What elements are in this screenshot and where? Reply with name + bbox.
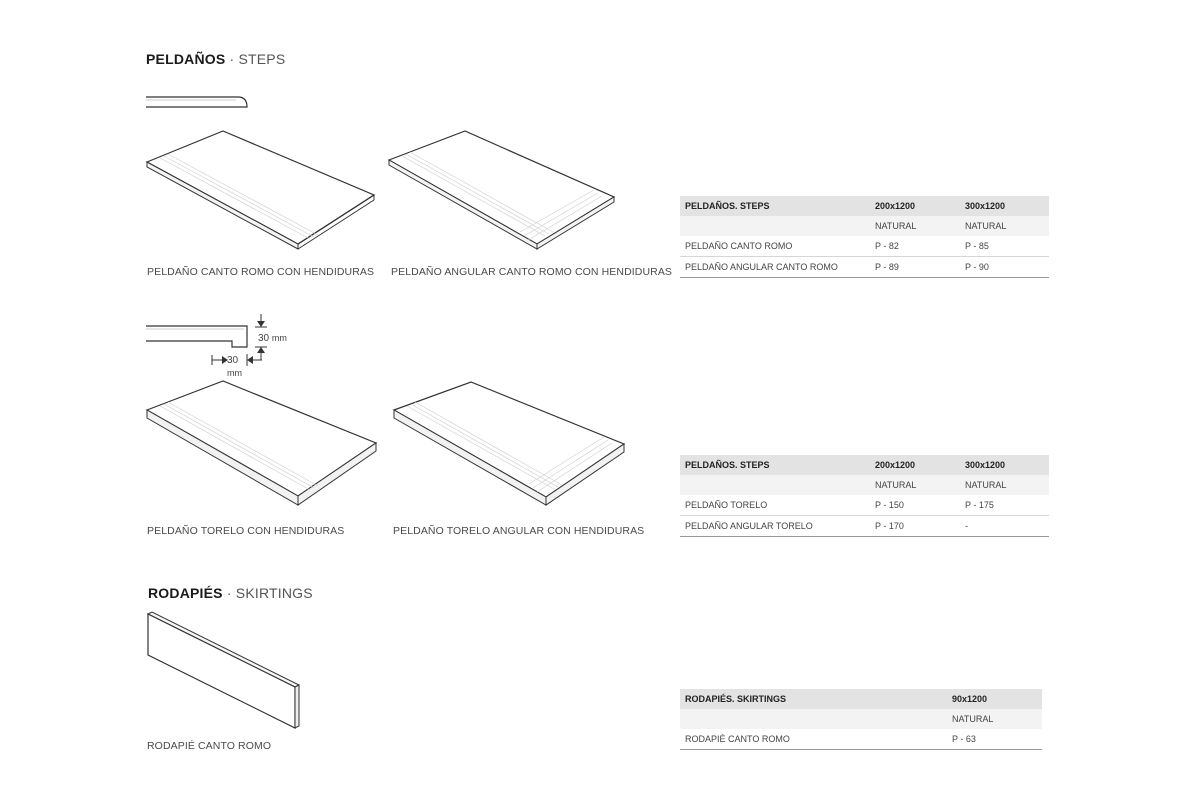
table-cell: P - 170 xyxy=(875,521,904,531)
table-header-cell: 200x1200 xyxy=(875,201,916,211)
dimension-vertical-unit: mm xyxy=(271,333,287,343)
table-row: PELDAÑO TORELO P - 150 P - 175 xyxy=(680,495,1049,516)
table-header-cell: 200x1200 xyxy=(875,460,916,470)
dimension-horizontal-unit: mm xyxy=(227,368,242,378)
table-header-cell: PELDAÑOS. STEPS xyxy=(685,460,770,470)
table-peldanos-1: PELDAÑOS. STEPS 200x1200 300x1200 NATURA… xyxy=(680,196,1049,278)
table-cell: P - 150 xyxy=(875,500,904,510)
table-header-row: PELDAÑOS. STEPS 200x1200 300x1200 xyxy=(680,455,1049,475)
section-title-separator: · xyxy=(229,51,235,67)
table-subheader-row: NATURAL NATURAL xyxy=(680,475,1049,495)
table-subheader-cell: NATURAL xyxy=(965,221,1007,231)
table-cell: P - 175 xyxy=(965,500,994,510)
table-header-cell: 300x1200 xyxy=(965,201,1006,211)
section-title-separator: · xyxy=(226,585,232,601)
caption-rodapie-canto-romo: RODAPIÉ CANTO ROMO xyxy=(147,740,272,752)
table-subheader-row: NATURAL NATURAL xyxy=(680,216,1049,236)
table-cell: PELDAÑO ANGULAR CANTO ROMO xyxy=(685,262,838,272)
table-subheader-cell: NATURAL xyxy=(965,480,1007,490)
table-cell: P - 89 xyxy=(875,262,899,272)
caption-peldano-canto-romo: PELDAÑO CANTO ROMO CON HENDIDURAS xyxy=(147,266,375,278)
table-cell: P - 82 xyxy=(875,241,899,251)
table-rodapies: RODAPIÉS. SKIRTINGS 90x1200 NATURAL RODA… xyxy=(680,689,1042,750)
dimension-horizontal-value: 30 xyxy=(227,355,239,366)
table-subheader-cell: NATURAL xyxy=(952,714,994,724)
table-header-row: RODAPIÉS. SKIRTINGS 90x1200 xyxy=(680,689,1042,709)
section-title-skirtings: RODAPIÉS · SKIRTINGS xyxy=(148,585,313,601)
table-cell: PELDAÑO TORELO xyxy=(685,500,768,510)
table-cell: RODAPIÉ CANTO ROMO xyxy=(685,734,790,744)
table-subheader-row: NATURAL xyxy=(680,709,1042,729)
table-cell: P - 90 xyxy=(965,262,989,272)
dimension-vertical-label: 30 mm xyxy=(258,333,287,344)
table-header-row: PELDAÑOS. STEPS 200x1200 300x1200 xyxy=(680,196,1049,216)
caption-peldano-angular-canto-romo: PELDAÑO ANGULAR CANTO ROMO CON HENDIDURA… xyxy=(391,266,673,278)
section-title-light: SKIRTINGS xyxy=(235,585,313,601)
caption-peldano-torelo: PELDAÑO TORELO CON HENDIDURAS xyxy=(147,525,345,537)
table-header-cell: RODAPIÉS. SKIRTINGS xyxy=(685,694,787,704)
table-row: PELDAÑO CANTO ROMO P - 82 P - 85 xyxy=(680,236,1049,257)
table-header-cell: 300x1200 xyxy=(965,460,1006,470)
section-title-steps: PELDAÑOS · STEPS xyxy=(146,51,285,67)
table-cell: PELDAÑO CANTO ROMO xyxy=(685,241,793,251)
table-subheader-cell: NATURAL xyxy=(875,221,917,231)
table-cell: PELDAÑO ANGULAR TORELO xyxy=(685,521,813,531)
section-title-bold: RODAPIÉS xyxy=(148,585,223,601)
table-row: RODAPIÉ CANTO ROMO P - 63 xyxy=(680,729,1042,750)
table-row: PELDAÑO ANGULAR TORELO P - 170 - xyxy=(680,516,1049,537)
table-row: PELDAÑO ANGULAR CANTO ROMO P - 89 P - 90 xyxy=(680,257,1049,278)
table-header-cell: PELDAÑOS. STEPS xyxy=(685,201,770,211)
section-title-bold: PELDAÑOS xyxy=(146,51,226,67)
dimension-vertical-value: 30 xyxy=(258,333,270,344)
table-peldanos-2: PELDAÑOS. STEPS 200x1200 300x1200 NATURA… xyxy=(680,455,1049,537)
table-cell: P - 63 xyxy=(952,734,976,744)
table-cell: - xyxy=(965,521,968,531)
caption-peldano-torelo-angular: PELDAÑO TORELO ANGULAR CON HENDIDURAS xyxy=(393,525,645,537)
table-header-cell: 90x1200 xyxy=(952,694,988,704)
table-subheader-cell: NATURAL xyxy=(875,480,917,490)
table-cell: P - 85 xyxy=(965,241,989,251)
section-title-light: STEPS xyxy=(238,51,286,67)
